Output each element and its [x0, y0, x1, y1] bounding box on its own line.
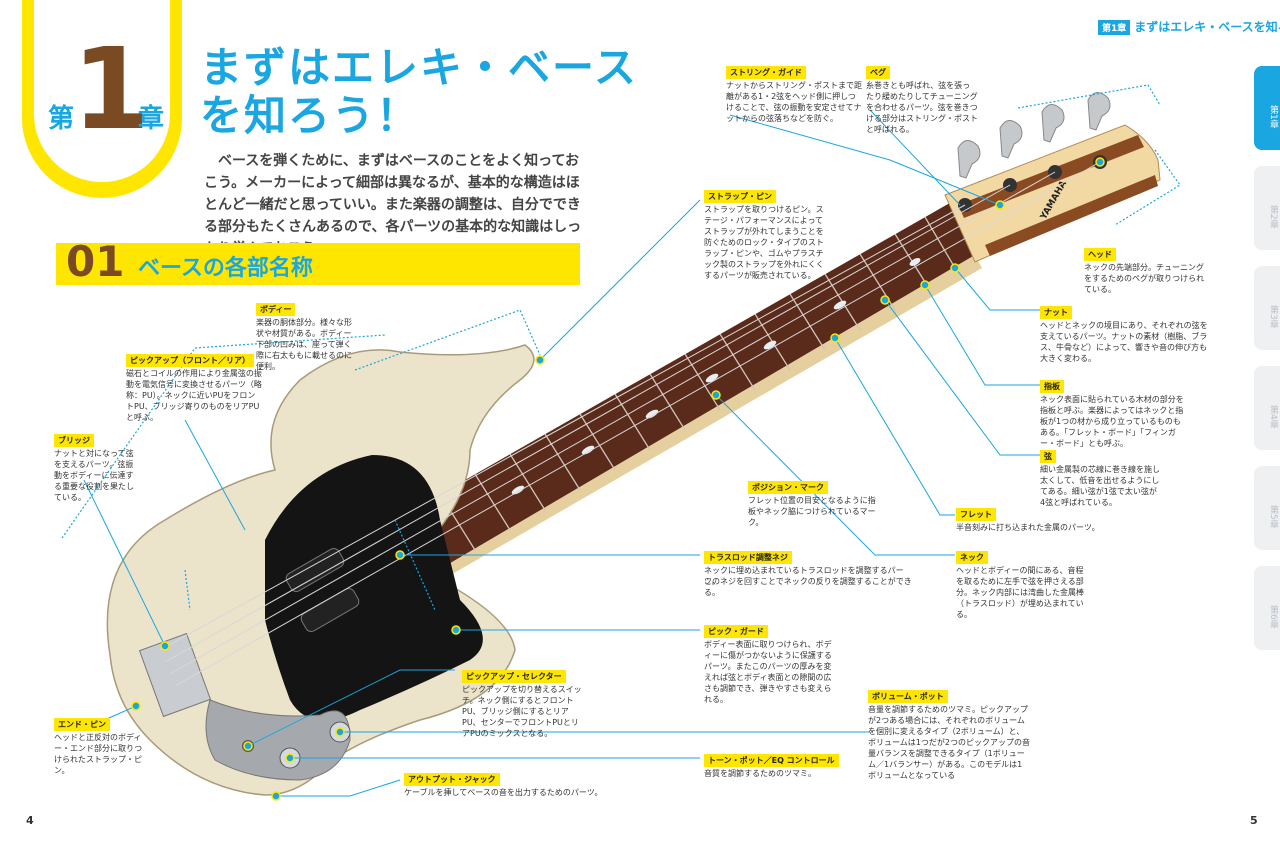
- desc-neck: ヘッドとボディーの間にある、音程を取るために左手で弦を押さえる部分。ネック内部に…: [956, 566, 1084, 619]
- side-tab-ch3[interactable]: 第3章: [1254, 266, 1280, 350]
- desc-nut: ヘッドとネックの境目にあり、それぞれの弦を支えているパーツ。ナットの素材（樹脂、…: [1040, 321, 1208, 363]
- desc-pickup: 磁石とコイルの作用により金属弦の振動を電気信号に変換させるパーツ（略称：PU）。…: [126, 369, 262, 422]
- desc-head: ネックの先端部分。チューニングをするためのペグが取りつけられている。: [1084, 263, 1205, 294]
- strings: [159, 161, 1101, 687]
- label-strap-pin: ストラップ・ピン: [704, 190, 776, 203]
- desc-truss-rod-1: ネックに埋め込まれているトラスロッドを調整するパーツ。: [704, 566, 904, 586]
- desc-fingerboard: ネック表面に貼られている木材の部分を指板と呼ぶ。楽器によってはネックと指板が1つ…: [1040, 395, 1184, 448]
- neck: [395, 200, 982, 584]
- desc-string-guide: ナットからストリング・ポストまで距離がある1・2弦をヘッド側に押しつけることで、…: [726, 81, 862, 123]
- side-tab-ch6[interactable]: 第6章: [1254, 566, 1280, 650]
- label-nut: ナット: [1040, 306, 1072, 319]
- desc-strings: 細い金属製の芯線に巻き線を施し太くして、低音を出せるようにしてある。細い弦が1弦…: [1040, 465, 1160, 507]
- desc-end-pin: ヘッドと正反対のボディー・エンド部分に取りつけられたストラップ・ピン。: [54, 733, 143, 775]
- label-fret: フレット: [956, 508, 996, 521]
- label-bridge: ブリッジ: [54, 434, 94, 447]
- headstock: YAMAHA: [944, 92, 1161, 263]
- page-title-line1: まずはエレキ・ベース: [200, 43, 638, 92]
- strap-pin-dot: [535, 355, 545, 365]
- desc-peg: 糸巻きとも呼ばれ、弦を張ったり緩めたりしてチューニングを合わせるパーツ。弦を巻き…: [866, 81, 978, 134]
- chapter-number: 1: [72, 25, 150, 155]
- side-tab-ch5[interactable]: 第5章: [1254, 466, 1280, 550]
- section-title: ベースの各部名称: [138, 256, 313, 281]
- chapter-suffix: 章: [138, 104, 165, 134]
- chapter-prefix: 第: [48, 104, 75, 134]
- label-pickup: ピックアップ（フロント／リア）: [126, 354, 254, 367]
- desc-truss-rod-2: このネジを回すことでネックの反りを調整することができる。: [704, 577, 912, 597]
- front-pickup: [285, 548, 345, 592]
- label-peg: ペグ: [866, 66, 890, 79]
- label-pickguard: ピック・ガード: [704, 625, 768, 638]
- side-tab-ch2[interactable]: 第2章: [1254, 166, 1280, 250]
- desc-bridge: ナットと対になって弦を支えるパーツ。弦振動をボディーに伝達する重要な役割を果たし…: [54, 449, 134, 502]
- page-number-right: 5: [1250, 814, 1258, 827]
- side-tab-ch1[interactable]: 第1章: [1254, 66, 1280, 150]
- section-number: 01: [66, 237, 125, 286]
- desc-fret: 半音刻みに打ち込まれた金属のパーツ。: [956, 523, 1100, 532]
- desc-position-mark: フレット位置の目安となるように指板やネック脇につけられているマーク。: [748, 496, 876, 527]
- leader-lines: [83, 109, 1040, 797]
- label-truss-rod: トラスロッド調整ネジ: [704, 551, 792, 564]
- label-strings: 弦: [1040, 450, 1056, 463]
- label-string-guide: ストリング・ガイド: [726, 66, 806, 79]
- desc-tone-pot: 音質を調節するためのツマミ。: [704, 769, 816, 778]
- label-tone-pot: トーン・ポット／EQ コントロール: [704, 754, 839, 767]
- chapter-tab-inner: [34, 0, 170, 182]
- label-neck: ネック: [956, 551, 988, 564]
- desc-volume-pot: 音量を調節するためのツマミ。ピックアップが2つある場合には、それぞれのボリューム…: [868, 705, 1030, 780]
- section-banner: [56, 243, 580, 285]
- bass-body: [106, 344, 535, 796]
- running-header-tag: 第1章: [1098, 20, 1131, 35]
- label-fingerboard: 指板: [1040, 380, 1064, 393]
- desc-pickup-selector: ピックアップを切り替えるスイッチ。ネック側にするとフロントPU、ブリッジ側にする…: [462, 685, 582, 738]
- desc-strap-pin: ストラップを取りつけるピン。ステージ・パフォーマンスによってストラップが外れてし…: [704, 205, 824, 280]
- label-end-pin: エンド・ピン: [54, 718, 110, 731]
- label-output-jack: アウトプット・ジャック: [404, 773, 500, 786]
- dotted-brackets: [61, 84, 1181, 611]
- leader-dots: [131, 157, 1105, 801]
- desc-output-jack: ケーブルを挿してベースの音を出力するためのパーツ。: [404, 788, 603, 797]
- label-pickup-selector: ピックアップ・セレクター: [462, 670, 566, 683]
- page-title: まずはエレキ・ベース を知ろう！: [200, 44, 638, 140]
- desc-body: 楽器の胴体部分。様々な形状や材質がある。ボディー下部の凹みは、座って弾く際に右太…: [256, 318, 352, 371]
- desc-pickguard: ボディー表面に取りつけられ、ボディーに傷がつかないように保護するパーツ。またこの…: [704, 640, 832, 704]
- label-volume-pot: ボリューム・ポット: [868, 690, 948, 703]
- label-body: ボディー: [256, 303, 296, 316]
- side-tab-ch4[interactable]: 第4章: [1254, 366, 1280, 450]
- page-title-line2: を知ろう！: [200, 91, 421, 140]
- label-position-mark: ポジション・マーク: [748, 481, 828, 494]
- page-number-left: 4: [26, 814, 34, 827]
- label-head: ヘッド: [1084, 248, 1116, 261]
